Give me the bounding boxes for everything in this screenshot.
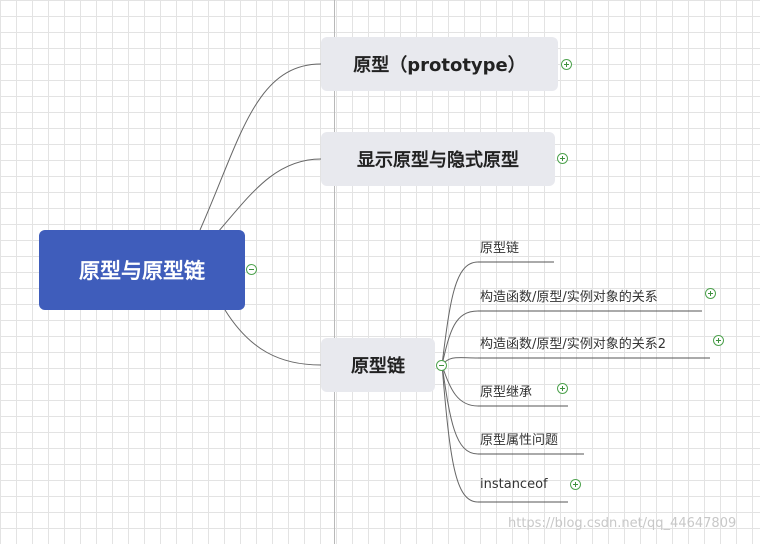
expand-subtopic-constructor-relation-2-icon[interactable] [713,335,724,346]
root-node[interactable]: 原型与原型链 [39,230,245,310]
collapse-topic-prototype-chain-icon[interactable] [436,360,447,371]
subtopic-instanceof[interactable]: instanceof [480,477,548,492]
connector-topic3-sub4 [441,364,479,407]
connector-topic3-sub1 [441,261,479,366]
connector-topic3-sub6 [441,364,479,503]
connector-root-topic2 [217,158,322,233]
connector-topic3-sub5 [441,364,479,455]
subtopic-constructor-relation-2[interactable]: 构造函数/原型/实例对象的关系2 [480,337,667,352]
connector-root-topic1 [199,63,322,231]
root-label: 原型与原型链 [79,259,205,283]
topic-prototype[interactable]: 原型（prototype） [321,37,558,91]
subtopic-prototype-chain[interactable]: 原型链 [480,241,520,256]
topic-label: 原型（prototype） [353,55,526,76]
topic-prototype-chain[interactable]: 原型链 [321,338,435,392]
topic-explicit-implicit-prototype[interactable]: 显示原型与隐式原型 [321,132,555,186]
topic-label: 显示原型与隐式原型 [357,150,519,171]
expand-subtopic-constructor-relation-icon[interactable] [705,288,716,299]
subtopic-constructor-relation[interactable]: 构造函数/原型/实例对象的关系 [480,290,658,305]
canvas-guide-line [334,0,335,544]
connector-root-topic3 [224,309,322,366]
connector-topic3-sub2 [441,310,479,366]
connector-topic3-sub3 [441,357,479,366]
subtopic-prototype-property-issue[interactable]: 原型属性问题 [480,433,559,448]
subtopic-prototype-inheritance[interactable]: 原型继承 [480,385,533,400]
expand-topic-explicit-implicit-icon[interactable] [557,153,568,164]
expand-subtopic-instanceof-icon[interactable] [570,479,581,490]
watermark: https://blog.csdn.net/qq_44647809 [508,516,737,531]
collapse-root-icon[interactable] [246,264,257,275]
topic-label: 原型链 [351,356,405,377]
expand-subtopic-prototype-inheritance-icon[interactable] [557,383,568,394]
expand-topic-prototype-icon[interactable] [561,59,572,70]
